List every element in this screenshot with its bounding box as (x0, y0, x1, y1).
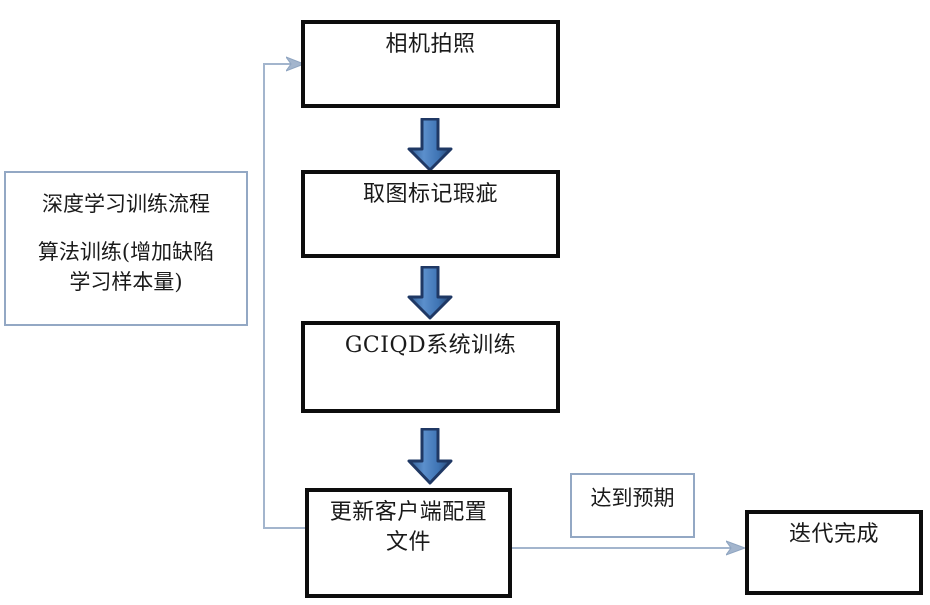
process-box-step-3[interactable]: GCIQD系统训练 (301, 321, 560, 413)
process-box-step-4[interactable]: 更新客户端配置 文件 (305, 488, 512, 598)
condition-label-text: 达到预期 (590, 486, 675, 510)
note-box-line-1: 深度学习训练流程 (42, 192, 210, 216)
feedback-loop-top-segment (263, 63, 295, 65)
block-arrow-down-3 (407, 428, 453, 485)
process-box-step-4-label: 更新客户端配置 文件 (329, 500, 488, 555)
process-box-step-1-label: 相机拍照 (385, 32, 476, 57)
result-box-iteration-complete[interactable]: 迭代完成 (745, 510, 923, 595)
block-arrow-down-1 (407, 118, 453, 172)
result-connector-arrowhead (726, 540, 747, 556)
result-connector-line (512, 547, 734, 549)
result-box-label: 迭代完成 (788, 522, 879, 547)
block-arrow-down-2 (407, 266, 453, 320)
process-box-step-2[interactable]: 取图标记瑕疵 (301, 170, 560, 258)
feedback-loop-vertical-segment (263, 63, 265, 529)
note-box-training-process: 深度学习训练流程 算法训练(增加缺陷 学习样本量) (4, 171, 248, 326)
process-box-step-3-label: GCIQD系统训练 (344, 333, 517, 358)
note-box-line-2: 算法训练(增加缺陷 学习样本量) (37, 240, 215, 294)
feedback-loop-arrowhead (286, 56, 306, 72)
feedback-loop-bottom-segment (263, 527, 307, 529)
condition-label-box: 达到预期 (570, 473, 695, 538)
process-box-step-2-label: 取图标记瑕疵 (362, 182, 498, 207)
process-box-step-1[interactable]: 相机拍照 (301, 20, 560, 108)
